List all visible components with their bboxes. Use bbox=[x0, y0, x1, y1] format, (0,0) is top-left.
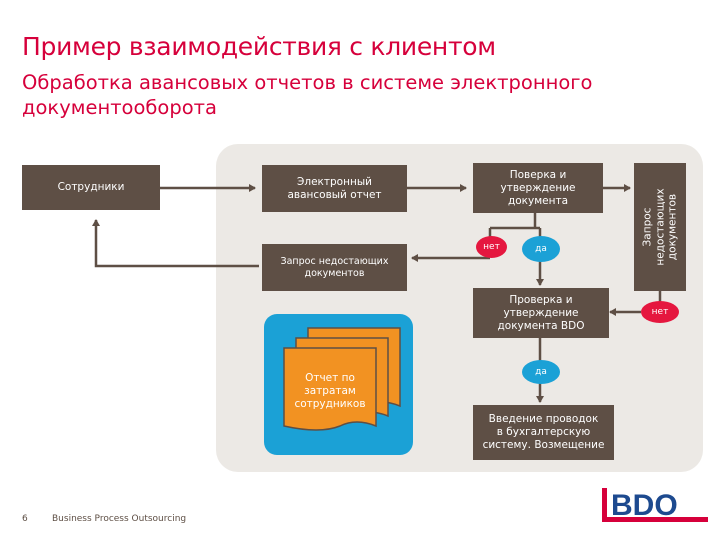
side-request-line-2: недостающих bbox=[653, 188, 666, 266]
accounting-entry-box: Введение проводок в бухгалтерскую систем… bbox=[473, 405, 614, 460]
request-line-2: документов bbox=[304, 267, 365, 279]
entry-line-2: в бухгалтерскую bbox=[496, 426, 591, 438]
bdo-logo: BDO bbox=[602, 488, 708, 522]
no-decision-left: нет bbox=[476, 236, 507, 258]
request-line-1: Запрос недостающих bbox=[280, 255, 389, 267]
expense-line-2: затратам bbox=[304, 385, 356, 397]
side-request-line-3: документов bbox=[666, 193, 679, 261]
entry-line-3: систему. Возмещение bbox=[482, 439, 605, 451]
arrow-request-to-employees bbox=[92, 219, 259, 268]
expense-report-label: Отчет по затратам сотрудников bbox=[277, 372, 383, 411]
expense-line-1: Отчет по bbox=[305, 372, 355, 384]
report-line-1: Электронный bbox=[297, 175, 372, 188]
entry-line-1: Введение проводок bbox=[488, 413, 599, 425]
report-line-2: авансовый отчет bbox=[287, 188, 382, 201]
request-documents-box: Запрос недостающих документов bbox=[262, 244, 407, 291]
electronic-report-box: Электронный авансовый отчет bbox=[262, 165, 407, 212]
bdo-logo-text: BDO bbox=[611, 489, 678, 522]
expense-report-document-icon bbox=[283, 327, 401, 431]
footer-text: Business Process Outsourcing bbox=[52, 514, 187, 524]
bdo-check-line-3: документа BDO bbox=[497, 319, 585, 332]
bdo-check-line-1: Проверка и bbox=[509, 293, 573, 306]
check-line-3: документа bbox=[507, 194, 569, 207]
side-request-line-1: Запрос bbox=[641, 207, 654, 247]
bdo-check-line-2: утверждение bbox=[503, 306, 579, 319]
no-decision-right: нет bbox=[641, 301, 679, 323]
check-line-1: Поверка и bbox=[509, 168, 567, 181]
yes-decision-top: да bbox=[522, 236, 560, 262]
check-approval-box: Поверка и утверждение документа bbox=[473, 163, 603, 213]
side-request-box bbox=[634, 163, 686, 291]
yes-decision-bottom: да bbox=[522, 360, 560, 384]
side-request-text: Запрос недостающих документов bbox=[641, 165, 679, 289]
expense-line-3: сотрудников bbox=[294, 398, 366, 410]
check-line-2: утверждение bbox=[500, 181, 576, 194]
employees-box: Сотрудники bbox=[22, 165, 160, 210]
page-number: 6 bbox=[22, 514, 28, 524]
employees-label: Сотрудники bbox=[57, 181, 125, 193]
page-title: Пример взаимодействия с клиентом bbox=[22, 32, 496, 61]
bdo-check-box: Проверка и утверждение документа BDO bbox=[473, 288, 609, 338]
page-subtitle: Обработка авансовых отчетов в системе эл… bbox=[22, 71, 593, 119]
